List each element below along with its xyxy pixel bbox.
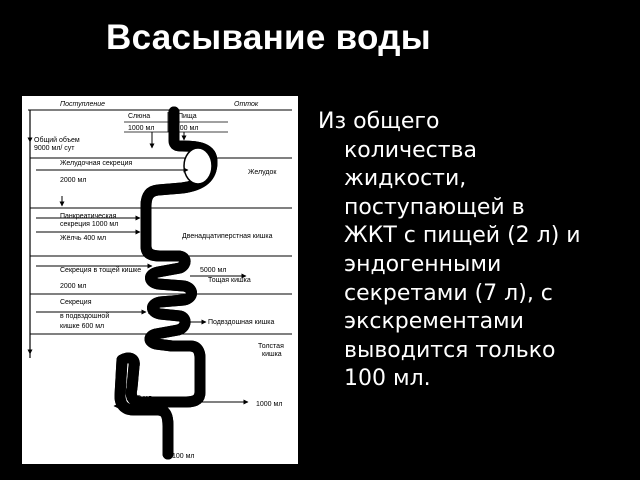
label-excreted: 100 мл bbox=[172, 453, 195, 460]
body-line: эндогенными bbox=[344, 251, 502, 277]
label-duodenum: Двенадцатиперстная кишка bbox=[182, 233, 273, 240]
label-outflow-header: Отток bbox=[234, 101, 259, 108]
label-saliva: Слюна bbox=[128, 113, 150, 120]
body-line: количества bbox=[344, 137, 477, 163]
label-food: Пища bbox=[178, 113, 197, 120]
body-line: экскрементами bbox=[344, 309, 524, 335]
label-jejunum-absorption: 5000 мл bbox=[200, 267, 226, 274]
label-intake-header: Поступление bbox=[60, 101, 105, 108]
label-colon-2: кишка bbox=[262, 351, 282, 358]
label-jejunum: Тощая кишка bbox=[208, 277, 251, 284]
label-bile: Жёлчь 400 мл bbox=[60, 235, 106, 242]
body-line: выводится только bbox=[344, 337, 556, 363]
label-total-volume-2: 9000 мл/ сут bbox=[34, 145, 75, 152]
label-ileum-secretion-3: кишке 600 мл bbox=[60, 323, 104, 330]
label-ileum: Подвздошная кишка bbox=[208, 319, 274, 326]
label-food-volume: 2000 мл bbox=[172, 125, 198, 132]
label-gastric-volume: 2000 мл bbox=[60, 177, 86, 184]
body-text: Из общего количества жидкости, поступающ… bbox=[318, 108, 630, 394]
label-stomach: Желудок bbox=[248, 169, 277, 176]
body-line: Из общего bbox=[318, 109, 440, 134]
label-colon-absorption-left: 1100 мл bbox=[126, 395, 152, 402]
water-absorption-diagram: Поступление Отток Слюна 1000 мл Пища 200… bbox=[22, 96, 298, 464]
input-arrows bbox=[27, 136, 65, 355]
slide-title: Всасывание воды bbox=[106, 18, 431, 57]
label-total-volume-1: Общий объем bbox=[34, 136, 80, 144]
label-pancreatic-1: Панкреатическая bbox=[60, 213, 117, 220]
label-colon-absorption-right: 1000 мл bbox=[256, 401, 282, 408]
absorption-arrows bbox=[113, 273, 249, 457]
body-line: жидкости, bbox=[344, 166, 467, 192]
body-line: 100 мл. bbox=[344, 366, 431, 392]
diagram-svg: Поступление Отток Слюна 1000 мл Пища 200… bbox=[27, 101, 292, 460]
label-jejunum-secretion-volume: 2000 мл bbox=[60, 283, 86, 290]
intake-arrows bbox=[149, 132, 187, 149]
body-line: секретами (7 л), с bbox=[344, 280, 553, 306]
label-saliva-volume: 1000 мл bbox=[128, 125, 154, 132]
secretion-arrows bbox=[36, 167, 189, 315]
digestive-tract bbox=[114, 106, 218, 460]
label-gastric-secretion: Желудочная секреция bbox=[60, 160, 133, 167]
label-pancreatic-2: секреция 1000 мл bbox=[60, 221, 118, 228]
label-ileum-secretion-2: в подвздошной bbox=[60, 312, 109, 320]
label-jejunum-secretion: Секреция в тощей кишке bbox=[60, 266, 141, 274]
label-colon-1: Толстая bbox=[258, 343, 284, 350]
label-ileum-secretion-1: Секреция bbox=[60, 299, 92, 306]
label-ileum-absorption: 2900 мл bbox=[148, 309, 174, 316]
body-line: поступающей в bbox=[344, 194, 525, 220]
body-line: ЖКТ с пищей (2 л) и bbox=[344, 223, 581, 249]
